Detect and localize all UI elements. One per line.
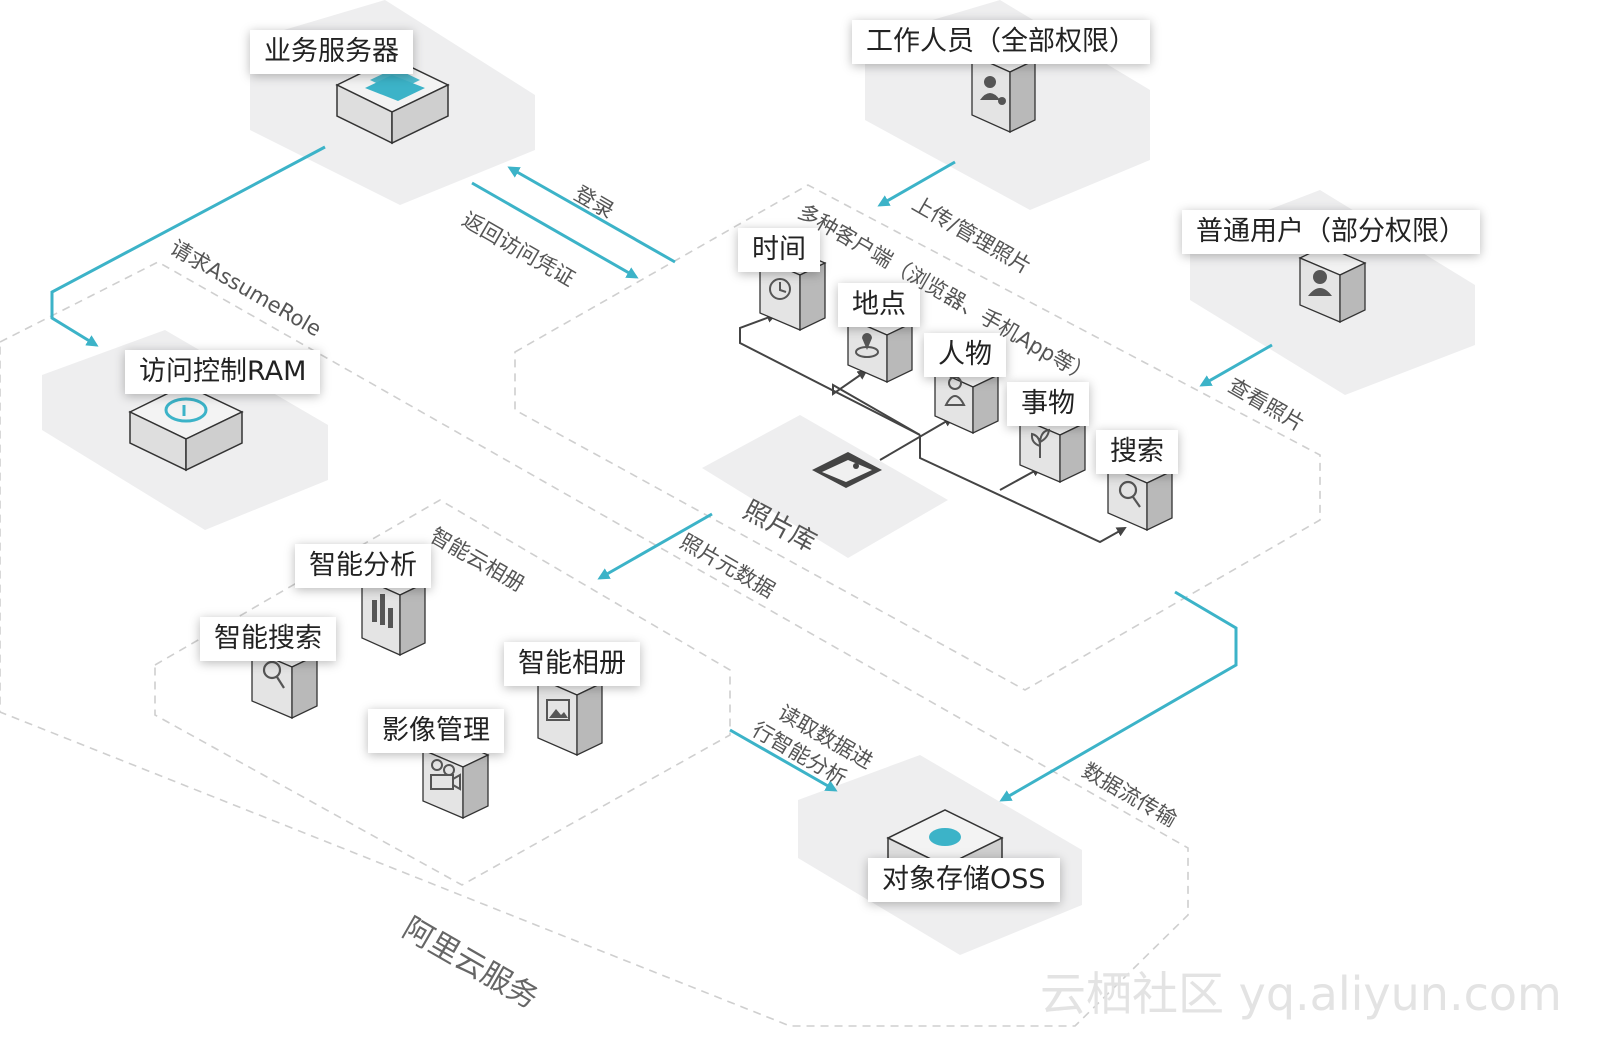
upload-line (877, 160, 956, 207)
time-label: 时间 (738, 228, 820, 272)
album-icon (546, 699, 570, 721)
smart-album-zone (154, 499, 731, 886)
return-credential-line (471, 181, 639, 279)
place-label: 地点 (838, 283, 920, 327)
smart-analysis-label: 智能分析 (295, 544, 431, 588)
map-pin-icon (855, 333, 879, 358)
user-block (1298, 245, 1367, 324)
view-line (1199, 343, 1273, 387)
magnifier-icon (262, 660, 285, 689)
server-icon (365, 68, 425, 101)
user-icon (1308, 270, 1332, 296)
smart-search-label: 智能搜索 (200, 617, 336, 661)
metadata-line (597, 512, 713, 580)
magnifier-icon (1118, 480, 1141, 508)
search-label: 搜索 (1096, 430, 1178, 474)
user-gear-icon (980, 76, 1006, 105)
cloud-key-icon (164, 397, 208, 423)
storage-icon (929, 828, 961, 846)
login-line (507, 166, 676, 264)
aliyun-zone (0, 261, 1189, 1027)
photo-connectors (739, 313, 1127, 544)
sprout-icon (1030, 428, 1051, 458)
business-server-label: 业务服务器 (250, 30, 413, 74)
person-icon (944, 376, 966, 406)
thing-label: 事物 (1007, 382, 1089, 426)
ram-box (128, 384, 244, 472)
watermark: 云栖社区 yq.aliyun.com (1040, 967, 1562, 1021)
oss-label: 对象存储OSS (868, 858, 1060, 902)
normal-user-label: 普通用户（部分权限） (1182, 210, 1480, 254)
clock-icon (769, 278, 791, 300)
data-transfer-line (999, 590, 1238, 802)
person-label: 人物 (924, 333, 1006, 377)
image-icon (812, 452, 882, 488)
photo-library-platform (702, 415, 948, 558)
ram-label: 访问控制RAM (125, 350, 321, 394)
staff-label: 工作人员（全部权限） (852, 20, 1150, 64)
clients-zone (514, 184, 1321, 691)
assume-role-line (50, 145, 326, 347)
bar-chart-icon (372, 594, 393, 628)
smart-album-label: 智能相册 (504, 642, 640, 686)
read-analysis-line (729, 728, 838, 792)
image-manage-label: 影像管理 (368, 709, 504, 753)
film-camera-icon (430, 759, 461, 791)
